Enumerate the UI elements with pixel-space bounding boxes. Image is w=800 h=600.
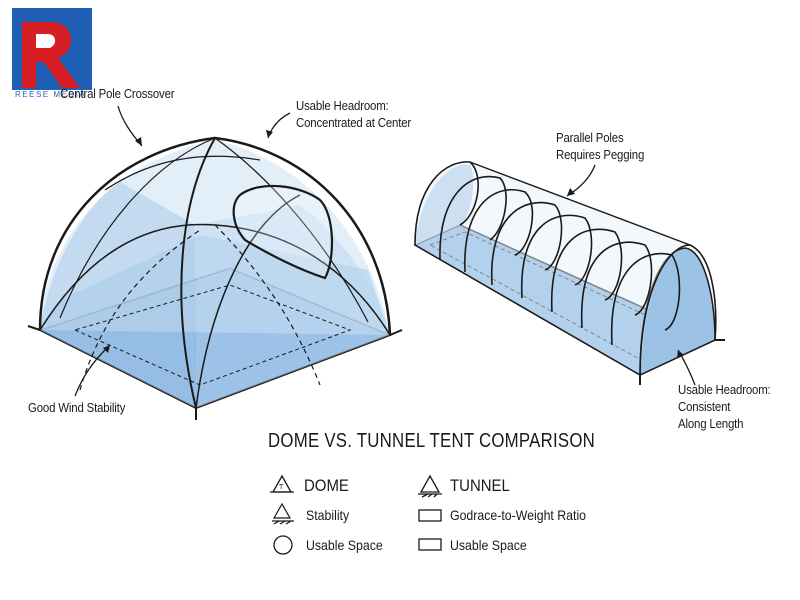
tunnel-headroom-label-line3: Along Length xyxy=(678,416,744,431)
pole-crossover-label: Central Pole Crossover xyxy=(60,86,175,101)
legend-tunnel-item-ratio: Godrace-to-Weight Ratio xyxy=(450,507,587,523)
diagram-title: DOME VS. TUNNEL TENT COMPARISON xyxy=(268,430,596,452)
dome-headroom-label-line2: Concentrated at Center xyxy=(296,115,412,130)
reese-logo xyxy=(12,8,92,90)
tunnel-tent xyxy=(413,160,725,386)
parallel-poles-label-line1: Parallel Poles xyxy=(556,130,624,145)
headroom-leader xyxy=(267,112,291,139)
legend-dome-item-stability: Stability xyxy=(306,507,350,523)
dome-headroom-label-line1: Usable Headroom: xyxy=(296,98,389,113)
tunnel-headroom-label-line2: Consistent xyxy=(678,399,731,414)
dome-door xyxy=(232,184,333,280)
legend-dome-heading: DOME xyxy=(304,476,349,495)
dome-triangle-icon: T xyxy=(270,474,294,493)
legend-dome-item-space: Usable Space xyxy=(306,537,383,553)
dome-tent xyxy=(27,105,403,420)
wind-stability-label: Good Wind Stability xyxy=(28,400,126,415)
tunnel-triangle-icon xyxy=(418,474,442,498)
parallel-poles-label-line2: Requires Pegging xyxy=(556,147,645,162)
logo-subtitle: REESE MEDIA xyxy=(15,90,87,99)
svg-text:T: T xyxy=(279,484,284,491)
legend-tunnel-heading: TUNNEL xyxy=(450,476,510,495)
tunnel-headroom-label-line1: Usable Headroom: xyxy=(678,382,771,397)
legend-tunnel-item-space: Usable Space xyxy=(450,537,527,553)
circle-icon xyxy=(273,535,293,555)
rectangle-icon xyxy=(418,538,442,551)
rectangle-icon xyxy=(418,509,442,522)
stability-icon xyxy=(272,502,294,525)
